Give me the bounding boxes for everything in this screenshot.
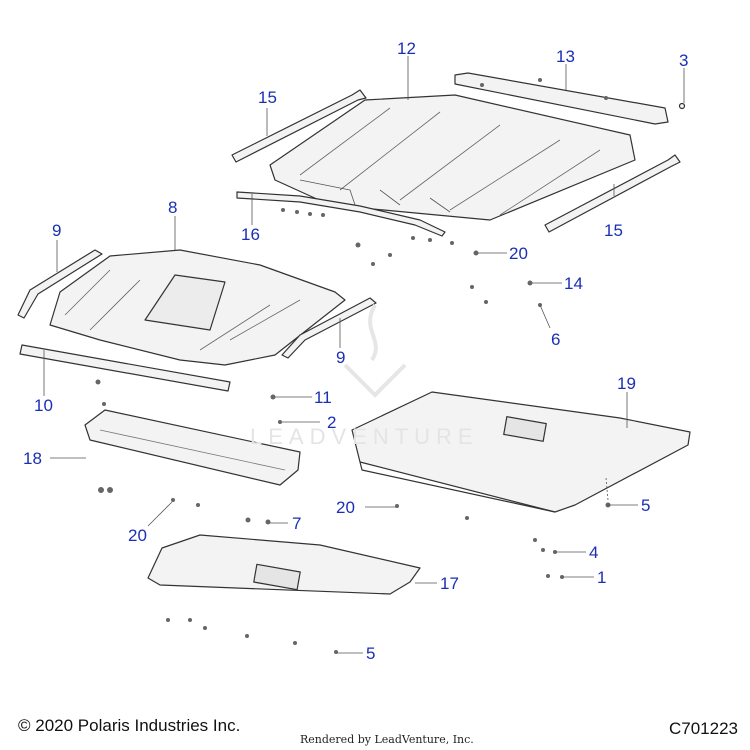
seal-strip-16 <box>236 191 446 237</box>
rear-rail-13 <box>454 72 669 125</box>
callout-20-lower-left: 20 <box>128 526 147 545</box>
roof-cap-8 <box>49 249 346 366</box>
callout-12: 12 <box>397 39 416 58</box>
callout-17: 17 <box>440 574 459 593</box>
watermark-logo <box>343 303 407 398</box>
callout-9-right: 9 <box>336 348 346 367</box>
roof-panel-12 <box>269 94 636 221</box>
callout-4: 4 <box>589 543 599 562</box>
callout-8: 8 <box>168 198 178 217</box>
trim-strip-15-right <box>544 154 681 233</box>
callout-20-upper: 20 <box>509 244 528 263</box>
callout-18: 18 <box>23 449 42 468</box>
callout-9-left: 9 <box>52 221 62 240</box>
headliner-17 <box>147 534 421 595</box>
front-rail-10 <box>19 344 231 392</box>
callout-3: 3 <box>679 51 689 70</box>
fastener-3 <box>678 102 686 110</box>
header-bracket-18 <box>84 409 301 486</box>
headliner-19 <box>351 391 691 513</box>
callout-6: 6 <box>551 330 561 349</box>
callout-13: 13 <box>556 47 575 66</box>
trim-strip-9-right <box>281 297 377 359</box>
callout-7: 7 <box>292 514 302 533</box>
watermark-text: LEADVENTURE <box>250 424 479 449</box>
fasteners <box>95 78 611 654</box>
diagram-id: C701223 <box>668 719 738 738</box>
callout-2: 2 <box>327 413 337 432</box>
trim-strip-15-left <box>231 89 367 163</box>
copyright-text: © 2020 Polaris Industries Inc. <box>18 716 241 735</box>
leader-lines <box>43 56 685 654</box>
rendered-by-text: Rendered by LeadVenture, Inc. <box>300 733 474 746</box>
callout-19: 19 <box>617 374 636 393</box>
callout-20-middle: 20 <box>336 498 355 517</box>
trim-strip-9-left <box>17 249 103 319</box>
callout-15-upper: 15 <box>258 88 277 107</box>
callout-10: 10 <box>34 396 53 415</box>
callout-5-upper: 5 <box>641 496 651 515</box>
callout-14: 14 <box>564 274 583 293</box>
callout-5-lower: 5 <box>366 644 376 663</box>
callout-1: 1 <box>597 568 607 587</box>
callout-16: 16 <box>241 225 260 244</box>
callout-15-lower: 15 <box>604 221 623 240</box>
callout-11: 11 <box>314 388 332 407</box>
